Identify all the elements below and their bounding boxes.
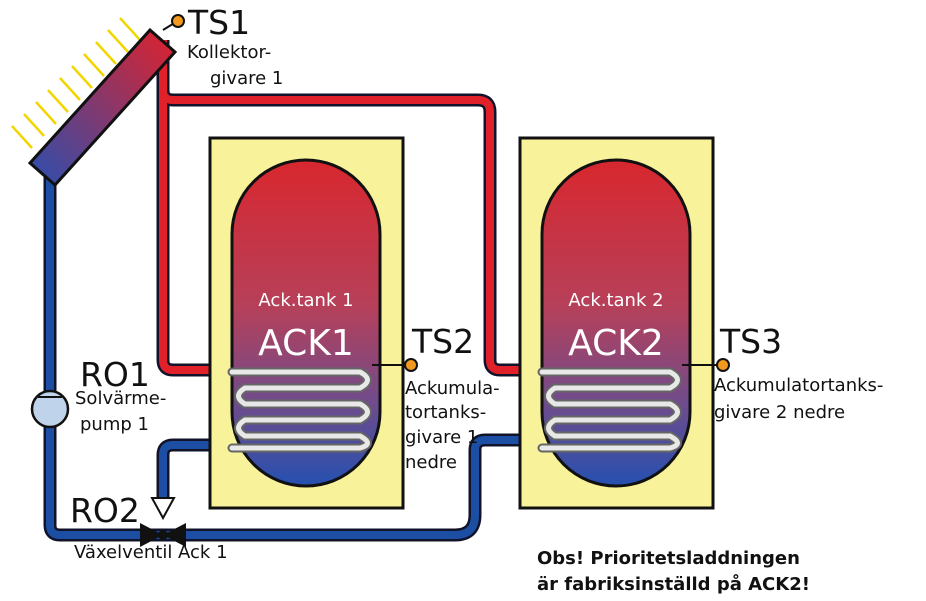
pump-icon: [30, 389, 70, 429]
tank2-big-label: ACK2: [568, 323, 664, 364]
ts2-desc-4: nedre: [405, 452, 457, 473]
valve-icon: [150, 497, 176, 521]
ro2-desc: Växelventil Ack 1: [74, 542, 228, 563]
sensor-ts1-dot: [171, 14, 185, 28]
pump-ro1: RO1 Solvärme- pump 1: [30, 355, 166, 435]
note-line-2: är fabriksinställd på ACK2!: [537, 573, 810, 595]
ts1-desc-1: Kollektor-: [187, 42, 271, 63]
sensor-ts2-dot: [404, 358, 418, 372]
sensor-ts1: TS1 Kollektor- givare 1: [162, 3, 283, 89]
ro1-desc-1: Solvärme-: [75, 388, 166, 409]
ts3-desc-1: Ackumulatortanks-: [714, 375, 883, 396]
sensor-ts2: TS2 Ackumula- tortanks- givare 1 nedre: [372, 322, 500, 473]
tank2-small-label: Ack.tank 2: [568, 290, 663, 311]
ts2-desc-3: givare 1: [405, 427, 478, 448]
tank-ack2: Ack.tank 2 ACK2: [518, 136, 715, 510]
sun-rays: [11, 17, 141, 149]
solar-collector: [27, 27, 178, 188]
ts2-desc-1: Ackumula-: [405, 378, 500, 399]
ro1-desc-2: pump 1: [80, 414, 149, 435]
note-line-1: Obs! Prioritetsladdningen: [537, 548, 800, 569]
tank1-small-label: Ack.tank 1: [258, 290, 353, 311]
ro1-name: RO1: [80, 355, 150, 394]
ts1-desc-2: givare 1: [210, 68, 283, 89]
valve-ro2: RO2 Växelventil Ack 1: [70, 491, 228, 563]
sensor-ts3: TS3 Ackumulatortanks- givare 2 nedre: [682, 322, 883, 423]
ts2-desc-2: tortanks-: [405, 402, 486, 423]
ts1-name: TS1: [187, 3, 250, 42]
ts3-desc-2: givare 2 nedre: [714, 402, 845, 423]
ro2-name: RO2: [70, 491, 140, 530]
ts2-name: TS2: [411, 322, 474, 361]
sensor-ts3-dot: [716, 358, 730, 372]
tank1-big-label: ACK1: [258, 323, 354, 364]
tank-ack1: Ack.tank 1 ACK1: [208, 136, 405, 510]
ts3-name: TS3: [719, 322, 782, 361]
